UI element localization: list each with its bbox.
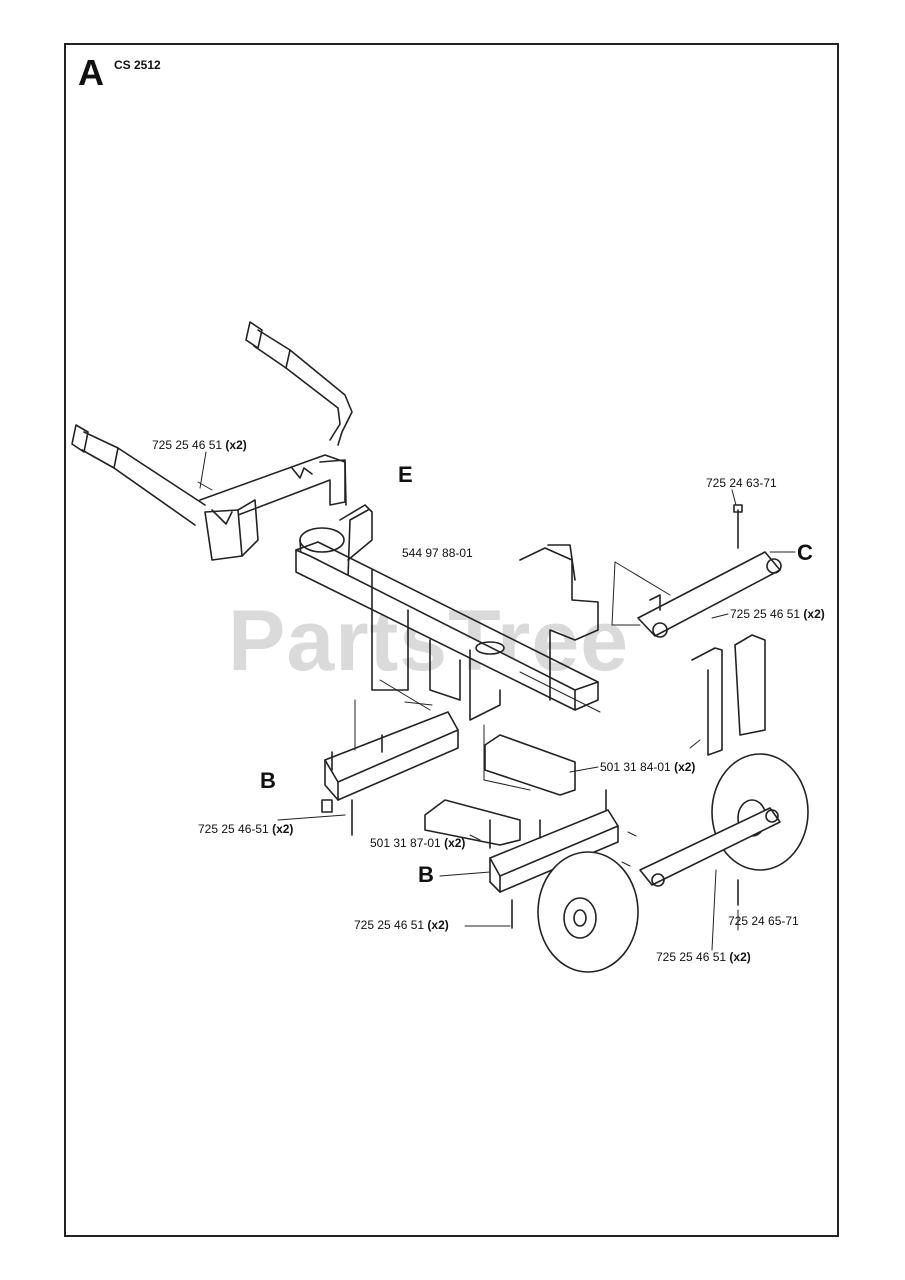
part-label-handle-pin: 725 25 46 51 (x2): [152, 438, 247, 452]
watermark: PartsTree: [228, 593, 630, 689]
callout-e: E: [398, 462, 413, 487]
cross-arm-left: [321, 711, 459, 836]
part-label-left-pin: 725 25 46-51 (x2): [198, 822, 293, 836]
part-qty: (x2): [427, 918, 449, 932]
part-label-top-bolt: 725 24 63-71: [706, 476, 777, 490]
part-label-bracket-84: 501 31 84-01 (x2): [600, 760, 695, 774]
part-number: 725 24 63-71: [706, 476, 777, 490]
handle-crossbar: [199, 454, 347, 561]
part-qty: (x2): [225, 438, 247, 452]
wheel-axle: [639, 807, 781, 906]
part-qty: (x2): [444, 836, 466, 850]
section-letter: A: [78, 52, 104, 93]
part-number: 725 25 46 51: [152, 438, 223, 452]
part-label-wheel-bolt: 725 24 65-71: [728, 914, 799, 928]
callout-b-left: B: [260, 768, 276, 793]
cross-arm-right: [489, 789, 619, 929]
bracket-87: [424, 799, 521, 849]
assembly-lines: [197, 481, 701, 867]
part-qty: (x2): [674, 760, 696, 774]
handle-right: [245, 321, 353, 446]
part-label-bracket-87: 501 31 87-01 (x2): [370, 836, 465, 850]
part-qty: (x2): [272, 822, 294, 836]
label-leaders: [199, 451, 796, 951]
callout-c: C: [797, 540, 813, 565]
part-label-wheel-pin: 725 25 46 51 (x2): [656, 950, 751, 964]
part-number: 725 25 46 51: [656, 950, 727, 964]
part-number: 501 31 84-01: [600, 760, 671, 774]
part-number: 725 25 46 51: [730, 607, 801, 621]
diagram-frame: [64, 43, 839, 1237]
model-number: CS 2512: [114, 58, 161, 72]
callout-b-right: B: [418, 862, 434, 887]
part-number: 725 25 46-51: [198, 822, 269, 836]
wheel-front: [537, 851, 639, 973]
support-channel: [691, 634, 766, 756]
part-label-c-pin: 725 25 46 51 (x2): [730, 607, 825, 621]
part-qty: (x2): [803, 607, 825, 621]
part-label-frame: 544 97 88-01: [402, 546, 473, 560]
part-number: 501 31 87-01: [370, 836, 441, 850]
c-assembly: [637, 504, 782, 638]
handle-left: [71, 424, 206, 526]
part-number: 725 24 65-71: [728, 914, 799, 928]
upright-post: [299, 504, 373, 579]
main-frame: [295, 541, 599, 721]
part-number: 725 25 46 51: [354, 918, 425, 932]
part-number: 544 97 88-01: [402, 546, 473, 560]
bracket-84: [484, 734, 576, 796]
part-qty: (x2): [729, 950, 751, 964]
part-label-bottom-pin: 725 25 46 51 (x2): [354, 918, 449, 932]
